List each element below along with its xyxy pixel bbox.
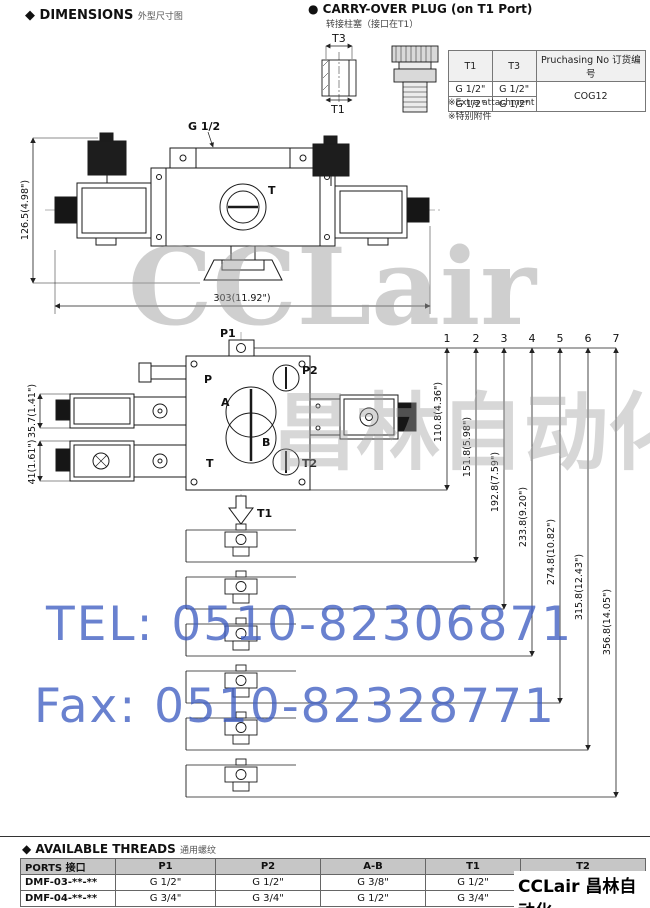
dmf03-p1: G 1/2"	[115, 874, 216, 891]
co-r1-t3: G 1/2"	[491, 81, 537, 97]
th-p1: P1	[115, 858, 216, 875]
front-t-label: T	[268, 184, 276, 197]
dim-35-7: 35.7(1.41")	[27, 384, 38, 438]
stack-dim-label-6: 315.8(12.43")	[574, 554, 585, 620]
stack-dim-label-1: 110.8(4.36")	[433, 382, 444, 442]
valve-front-view: G 1/2 T	[45, 120, 440, 281]
label-p1: P1	[220, 327, 236, 340]
threads-header-row: PORTS 接口 P1 P2 A-B T1 T2	[20, 858, 646, 875]
dmf03-p2: G 1/2"	[215, 874, 321, 891]
top-view-left-dimensions: 35.7(1.41") 41(1.61")	[27, 384, 70, 485]
port-p2	[272, 364, 300, 392]
label-p2: P2	[302, 364, 318, 377]
right-cable-gland	[406, 197, 430, 223]
stack-dim-label-3: 192.8(7.59")	[490, 452, 501, 512]
dimensions-title-text: ◆ DIMENSIONS	[25, 8, 134, 23]
stack-dim-no-4: 4	[529, 332, 536, 345]
front-g12-label: G 1/2	[188, 120, 220, 133]
co-r1-t1: G 1/2"	[448, 81, 493, 97]
front-width-dim: 303(11.92")	[213, 293, 270, 304]
valve-top-view: P1 P2 P A B T T2 T1	[55, 327, 417, 526]
carryover-note-cn: ※特别附件	[448, 112, 492, 122]
th-t1: T1	[425, 858, 521, 875]
label-t1: T1	[257, 507, 272, 520]
bottom-divider	[0, 836, 650, 837]
stack-dim-label-2: 151.8(5.98")	[462, 417, 473, 477]
label-b: B	[262, 436, 270, 449]
threads-section-title: ◆ AVAILABLE THREADS 通用螺纹	[22, 842, 216, 856]
t1-arrow	[228, 495, 254, 525]
dmf04-ab: G 1/2"	[320, 890, 426, 907]
carryover-section-title: ● CARRY-OVER PLUG (on T1 Port)	[308, 2, 533, 16]
co-r2-t1: G 1/2"	[448, 96, 493, 112]
dmf04-t1: G 3/4"	[425, 890, 521, 907]
plug-t3-label: T3	[331, 32, 346, 45]
right-coil	[334, 185, 408, 239]
carryover-table: T1 T3 Pruchasing No 订货编号 G 1/2" G 1/2" C…	[448, 50, 647, 112]
stack-dim-no-1: 1	[444, 332, 451, 345]
right-connector-box	[312, 143, 350, 177]
th-ports: PORTS 接口	[20, 858, 116, 875]
dmf03-ab: G 3/8"	[320, 874, 426, 891]
stack-dim-no-2: 2	[473, 332, 480, 345]
dmf03-t1: G 1/2"	[425, 874, 521, 891]
threads-subtitle-text: 通用螺纹	[179, 846, 216, 856]
plug-t1-label: T1	[330, 103, 345, 116]
left-connector-box	[87, 140, 127, 176]
carryover-section-subtitle: 转接柱塞（接口在T1）	[326, 20, 419, 30]
table-row: G 1/2" G 1/2"	[448, 96, 646, 112]
model-dmf03: DMF-03-**-**	[20, 874, 116, 891]
label-t: T	[206, 457, 214, 470]
co-col-purchasing: Pruchasing No 订货编号	[535, 50, 647, 82]
dimensions-subtitle-text: 外型尺寸图	[137, 12, 183, 22]
stack-dim-no-7: 7	[613, 332, 620, 345]
dim-41: 41(1.61")	[27, 439, 38, 484]
brand-logo: CCLair 昌林自动化	[514, 871, 650, 908]
front-view-dimensions: 126.5(4.98") 303(11.92")	[20, 137, 431, 314]
th-ab: A-B	[320, 858, 426, 875]
front-height-dim: 126.5(4.98")	[20, 180, 31, 240]
dmf04-p1: G 3/4"	[115, 890, 216, 907]
th-p2: P2	[215, 858, 321, 875]
table-row: G 1/2" G 1/2" COG12	[448, 81, 647, 112]
dimensions-section-title: ◆ DIMENSIONS 外型尺寸图	[25, 8, 183, 23]
threads-title-text: ◆ AVAILABLE THREADS	[22, 842, 176, 856]
co-col-t1: T1	[448, 50, 493, 82]
stack-dim-no-6: 6	[585, 332, 592, 345]
left-coil	[76, 182, 152, 239]
stack-dim-no-3: 3	[501, 332, 508, 345]
co-col-t3: T3	[491, 50, 537, 82]
co-r2-t3: G 1/2"	[491, 96, 537, 112]
port-t2	[272, 448, 300, 476]
stack-dim-label-5: 274.8(10.82")	[546, 519, 557, 585]
co-purchasing-no: COG12	[535, 81, 647, 112]
label-p: P	[204, 373, 212, 386]
stack-dim-label-7: 356.8(14.05")	[602, 589, 613, 655]
label-t2: T2	[302, 457, 317, 470]
label-a: A	[221, 396, 230, 409]
stack-dimension-lines: 1 2 3 4 5 6 7 110.8(4.36") 151.8(5.98") …	[254, 332, 620, 798]
dmf04-p2: G 3/4"	[215, 890, 321, 907]
module-stack	[185, 523, 616, 798]
carryover-note-en: ※Extra attachment	[448, 98, 535, 108]
top-port-block	[169, 147, 317, 169]
stack-dim-label-4: 233.8(9.20")	[518, 487, 529, 547]
model-dmf04: DMF-04-**-**	[20, 890, 116, 907]
stack-dim-no-5: 5	[557, 332, 564, 345]
left-cable-gland	[54, 196, 78, 224]
carryover-plug-drawing: T3 T1	[321, 32, 439, 116]
